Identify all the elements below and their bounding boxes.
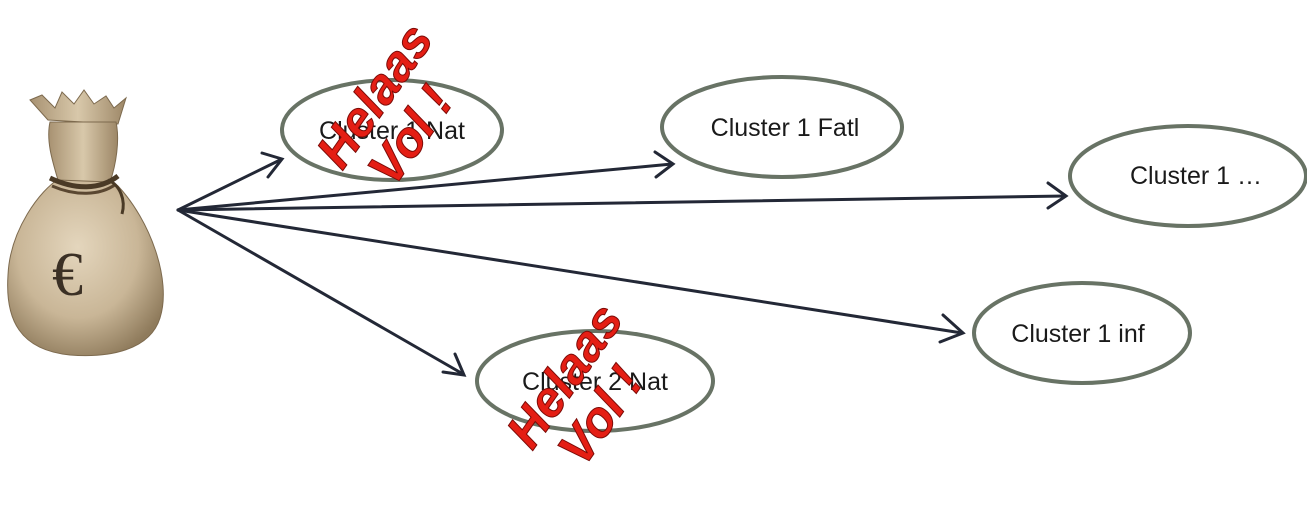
stamp-full-cluster-1-nat: Helaas Vol ! [305,13,464,195]
node-label: Cluster 1 Fatl [711,114,860,142]
arrow-to-cluster-2-nat [176,208,467,377]
arrows [176,150,1069,377]
node-cluster-1-fatl: Cluster 1 Fatl [660,75,904,179]
arrow-to-cluster-1-nat [176,151,285,212]
stamp-full-cluster-2-nat: Helaas Vol ! [495,293,654,475]
node-label: Cluster 1 inf [1011,320,1144,348]
node-label: Cluster 1 … [1130,162,1262,190]
node-cluster-1-more: Cluster 1 … [1068,124,1307,228]
node-cluster-1-nat: Cluster 1 Nat [280,78,504,182]
node-label: Cluster 2 Nat [522,368,668,396]
node-label: Cluster 1 Nat [319,117,465,145]
arrow-to-cluster-1-fatl [176,150,676,212]
money-bag-icon: € [7,89,164,357]
node-cluster-2-nat: Cluster 2 Nat [475,329,715,433]
euro-symbol: € [52,241,83,309]
node-cluster-1-inf: Cluster 1 inf [972,281,1192,385]
arrow-to-cluster-1-inf [176,208,966,344]
arrow-to-cluster-1-more [176,181,1069,212]
